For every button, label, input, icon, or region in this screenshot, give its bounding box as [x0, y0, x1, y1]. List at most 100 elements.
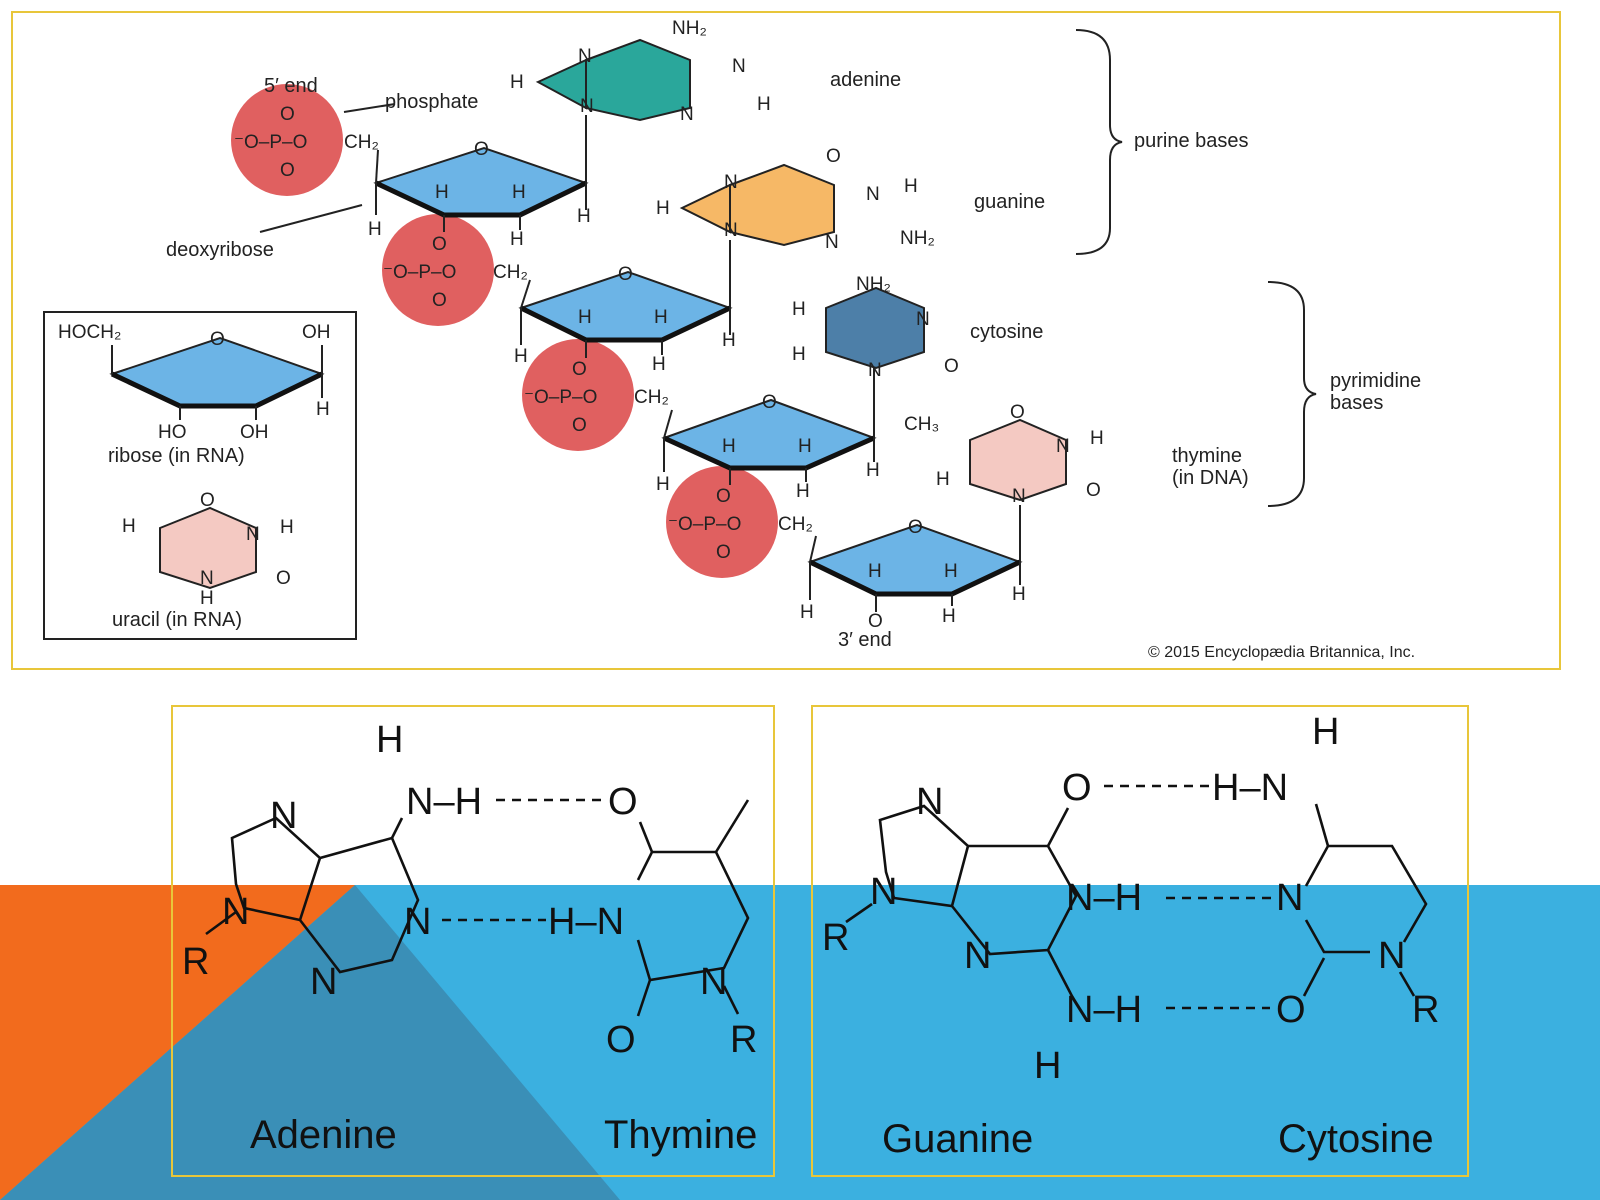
svg-text:H: H	[796, 481, 810, 502]
svg-text:N: N	[1276, 877, 1303, 919]
guanine-label: guanine	[974, 191, 1045, 213]
svg-text:N: N	[246, 524, 260, 545]
svg-text:H: H	[577, 206, 591, 227]
backbone-bonds	[259, 103, 1021, 612]
svg-text:O: O	[572, 415, 587, 436]
svg-text:H: H	[514, 346, 528, 367]
svg-text:O: O	[572, 359, 587, 380]
svg-text:N–H: N–H	[406, 781, 482, 823]
svg-text:N: N	[270, 795, 297, 837]
svg-text:O: O	[280, 104, 295, 125]
guanine-cytosine-pair: N N R N O N–H N–H H H–N H N O N R Guanin…	[822, 711, 1439, 1161]
copyright-text: © 2015 Encyclopædia Britannica, Inc.	[1148, 644, 1415, 661]
svg-text:H: H	[512, 182, 526, 203]
svg-text:N: N	[732, 56, 746, 77]
svg-text:O: O	[944, 356, 959, 377]
deoxyribose-label: deoxyribose	[166, 239, 274, 261]
thymine-dna-label: (in DNA)	[1172, 467, 1249, 489]
svg-text:O: O	[762, 392, 777, 413]
svg-text:H: H	[200, 588, 214, 609]
uracil-label: uracil (in RNA)	[112, 609, 242, 631]
svg-text:H: H	[578, 307, 592, 328]
svg-text:N: N	[724, 220, 738, 241]
svg-text:HOCH₂: HOCH₂	[58, 322, 121, 343]
svg-text:H: H	[280, 517, 294, 538]
thymine-label: thymine	[1172, 445, 1242, 467]
svg-text:NH₂: NH₂	[672, 18, 707, 39]
svg-text:HO: HO	[158, 422, 187, 443]
svg-text:N: N	[916, 781, 943, 823]
svg-text:H: H	[1090, 428, 1104, 449]
svg-text:N: N	[578, 46, 592, 67]
svg-text:H: H	[722, 436, 736, 457]
cytosine-caption: Cytosine	[1278, 1117, 1434, 1161]
adenine-base: N N N N H H NH₂	[510, 18, 771, 125]
at-pair-frame	[171, 705, 775, 1177]
svg-text:H: H	[904, 176, 918, 197]
svg-text:H: H	[792, 299, 806, 320]
purine-bases-label: purine bases	[1134, 130, 1249, 152]
svg-text:O: O	[908, 517, 923, 538]
svg-text:O: O	[200, 490, 215, 511]
thymine-caption: Thymine	[604, 1113, 757, 1157]
gc-pair-frame	[811, 705, 1469, 1177]
svg-text:H: H	[656, 474, 670, 495]
svg-text:O: O	[618, 264, 633, 285]
svg-text:H–N: H–N	[548, 901, 624, 943]
svg-text:H: H	[316, 399, 330, 420]
svg-text:N: N	[724, 172, 738, 193]
svg-text:⁻O–P–O: ⁻O–P–O	[524, 387, 597, 408]
svg-text:H: H	[376, 719, 403, 761]
svg-text:H: H	[798, 436, 812, 457]
svg-text:CH₂: CH₂	[634, 387, 669, 408]
thymine-base: O N H N O CH₃ H	[904, 402, 1104, 507]
svg-text:O: O	[1062, 767, 1092, 809]
inset-box: HOCH₂ O OH H HO OH ribose (in RNA) O N H…	[43, 311, 357, 640]
three-end-label: 3′ end	[838, 629, 892, 651]
svg-text:R: R	[730, 1019, 757, 1061]
guanine-base: N N N N O H H NH₂	[656, 146, 935, 253]
svg-text:CH₂: CH₂	[344, 132, 379, 153]
svg-text:N: N	[222, 891, 249, 933]
svg-text:N: N	[868, 360, 882, 381]
svg-text:NH₂: NH₂	[900, 228, 935, 249]
cytosine-base: NH₂ N N O H H	[792, 274, 959, 381]
svg-text:N: N	[1012, 486, 1026, 507]
svg-text:H: H	[792, 344, 806, 365]
cytosine-label: cytosine	[970, 321, 1043, 343]
svg-text:O: O	[276, 568, 291, 589]
svg-text:H: H	[944, 561, 958, 582]
svg-text:N: N	[680, 104, 694, 125]
svg-text:⁻O–P–O: ⁻O–P–O	[234, 132, 307, 153]
svg-text:CH₂: CH₂	[778, 514, 813, 535]
svg-text:N–H: N–H	[1066, 877, 1142, 919]
svg-text:H: H	[435, 182, 449, 203]
svg-text:N–H: N–H	[1066, 989, 1142, 1031]
svg-text:O: O	[474, 139, 489, 160]
svg-text:N: N	[404, 901, 431, 943]
svg-text:O: O	[716, 542, 731, 563]
svg-text:N: N	[200, 568, 214, 589]
svg-text:H–N: H–N	[1212, 767, 1288, 809]
svg-text:H: H	[866, 460, 880, 481]
pyrimidine-bases-label: bases	[1330, 392, 1383, 414]
phosphate-circles	[231, 84, 778, 578]
phosphate-groups: O ⁻O–P–O CH₂ O O ⁻O–P–O CH₂ O O ⁻O–P–O C…	[234, 104, 813, 563]
svg-text:R: R	[182, 941, 209, 983]
svg-text:R: R	[1412, 989, 1439, 1031]
braces	[1075, 29, 1317, 507]
adenine-thymine-pair: N N R N N H N–H O H–N N O R Adenine Thym…	[182, 719, 757, 1157]
svg-text:H: H	[936, 469, 950, 490]
svg-text:O: O	[280, 160, 295, 181]
svg-text:O: O	[606, 1019, 636, 1061]
svg-text:⁻O–P–O: ⁻O–P–O	[383, 262, 456, 283]
svg-text:N: N	[866, 184, 880, 205]
dark-blue-triangle	[0, 885, 620, 1200]
svg-text:H: H	[1012, 584, 1026, 605]
svg-text:N: N	[916, 309, 930, 330]
svg-text:H: H	[368, 219, 382, 240]
svg-text:NH₂: NH₂	[856, 274, 891, 295]
svg-text:H: H	[510, 72, 524, 93]
svg-text:CH₂: CH₂	[493, 262, 528, 283]
